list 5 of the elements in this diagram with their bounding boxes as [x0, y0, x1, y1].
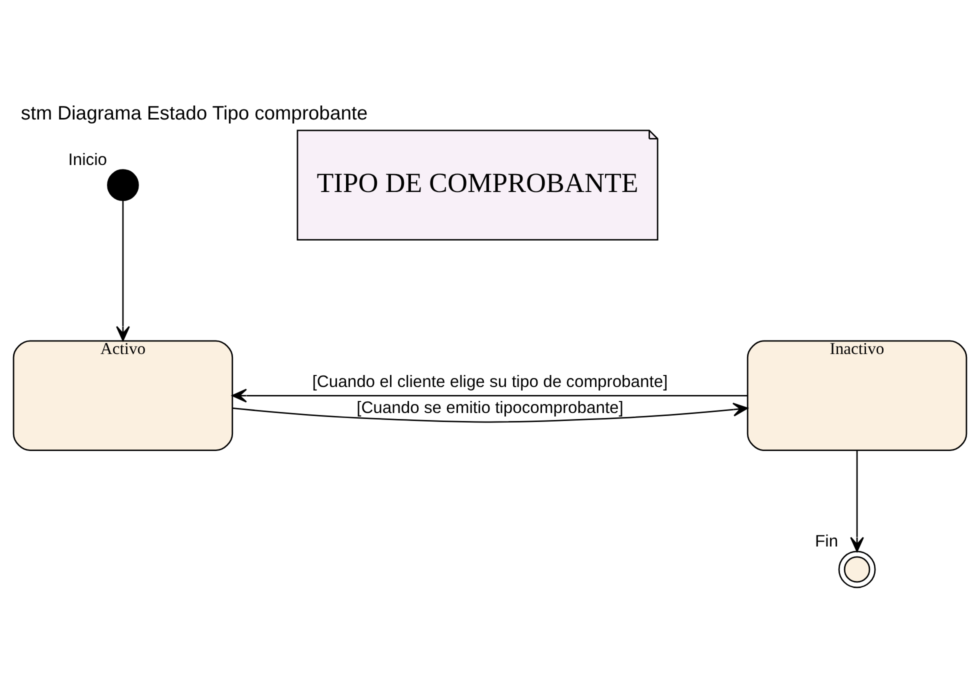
edge-label: [Cuando el cliente elige su tipo de comprobante] [312, 372, 668, 391]
diagram-title: stm Diagrama Estado Tipo comprobante [20, 102, 368, 125]
node-label: Fin [815, 532, 838, 551]
node-label: Inicio [68, 150, 108, 170]
edge-label: [Cuando se emitio tipocomprobante] [356, 398, 624, 418]
